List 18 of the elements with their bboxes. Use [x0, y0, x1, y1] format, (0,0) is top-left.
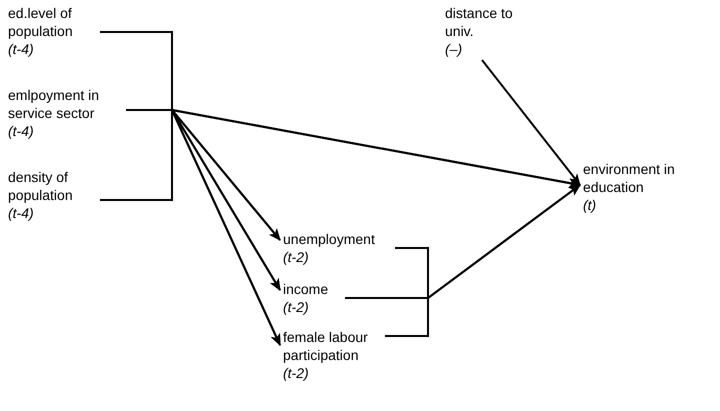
variable-name: ed.level of population: [8, 4, 74, 40]
time-lag: (t-2): [283, 248, 310, 266]
variable-name: income: [283, 280, 330, 298]
time-lag: (t-2): [283, 298, 310, 316]
variable-name: emlpoyment in service sector: [8, 86, 100, 122]
variable-name: density of population: [8, 168, 74, 204]
time-lag: (t-4): [8, 204, 35, 222]
time-lag: (–): [445, 40, 464, 58]
arrow: [481, 59, 581, 186]
time-lag: (t-4): [8, 122, 35, 140]
time-lag: (t): [583, 196, 598, 214]
variable-name: distance to univ.: [445, 4, 514, 40]
arrow: [385, 184, 581, 337]
time-lag: (t-2): [283, 364, 310, 382]
variable-name: environment in education: [583, 160, 676, 196]
time-lag: (t-4): [8, 40, 35, 58]
variable-name: female labour participation: [283, 328, 369, 364]
variable-name: unemployment: [283, 230, 376, 248]
